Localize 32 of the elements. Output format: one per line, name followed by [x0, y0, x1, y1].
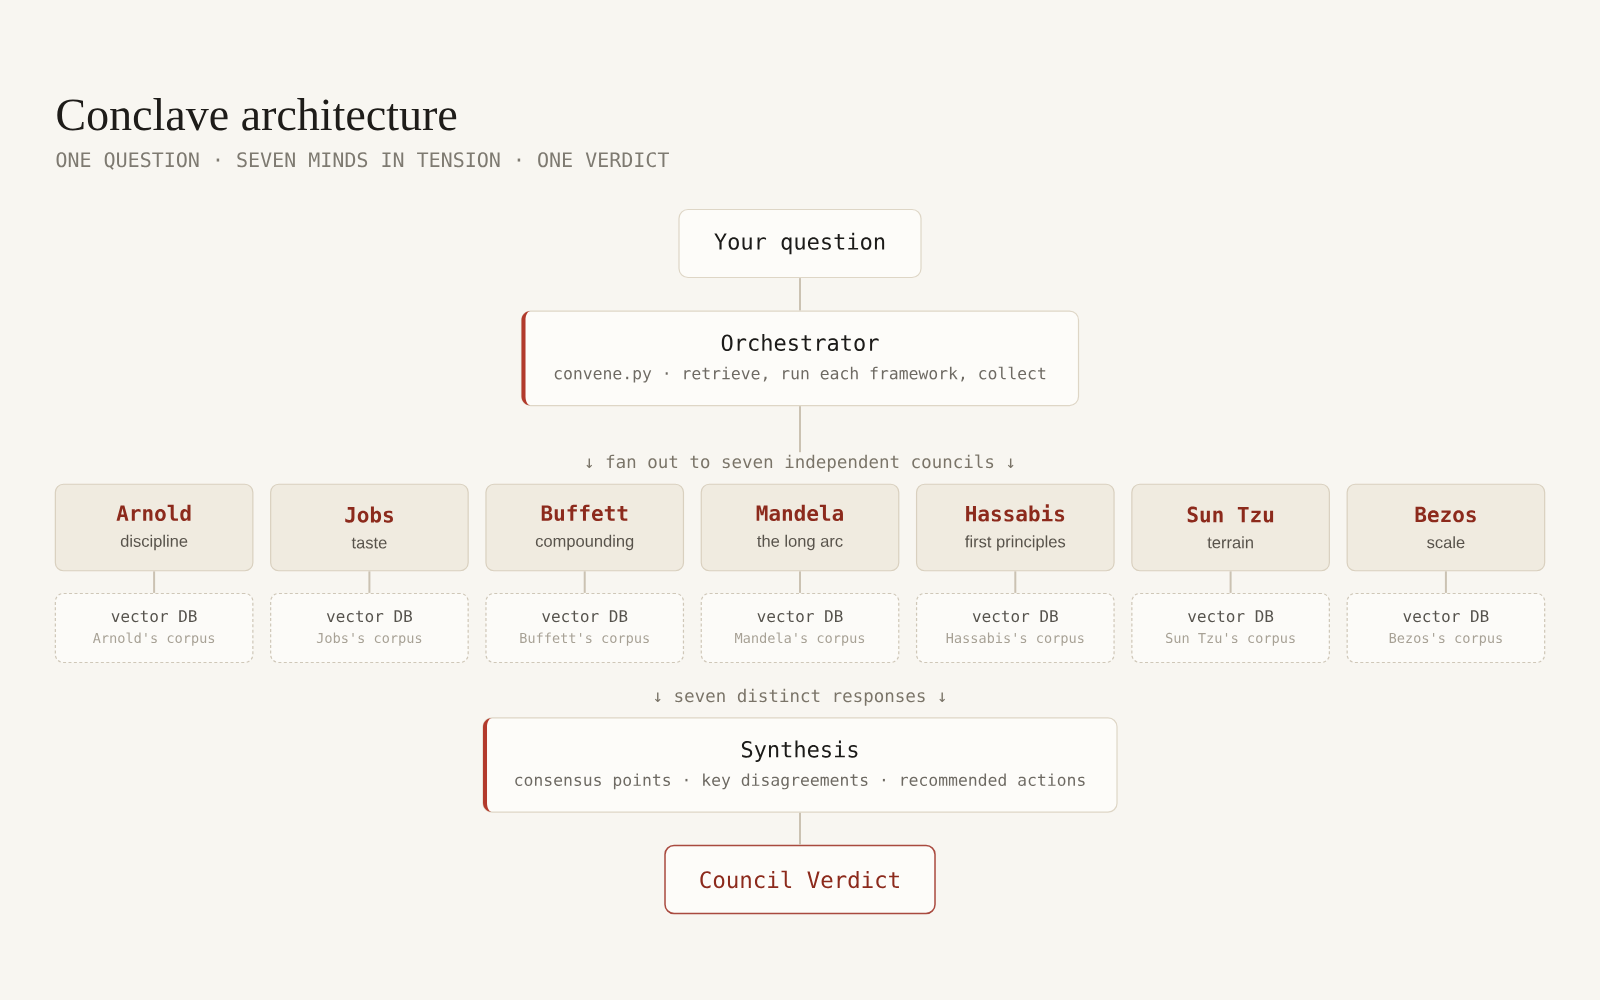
- database-box: vector DB Hassabis's corpus: [915, 592, 1115, 664]
- connector-line: [1229, 570, 1232, 594]
- database-box: vector DB Mandela's corpus: [700, 592, 900, 664]
- connector-line: [799, 570, 801, 594]
- connector-line: [1444, 570, 1447, 594]
- database-box: vector DB Arnold's corpus: [54, 592, 254, 664]
- database-box: vector DB Sun Tzu's corpus: [1131, 592, 1330, 664]
- connector-line: [153, 570, 156, 594]
- database-box: vector DB Jobs's corpus: [270, 592, 469, 664]
- connector-line: [799, 277, 801, 312]
- council-card: Buffett compounding: [485, 483, 685, 572]
- question-box: Your question: [678, 208, 922, 279]
- connector-line: [1014, 570, 1017, 594]
- connector-line: [583, 570, 586, 594]
- council-card: Mandela the long arc: [700, 483, 900, 572]
- council-card: Jobs taste: [270, 483, 469, 572]
- subtitle: ONE QUESTION · SEVEN MINDS IN TENSION · ONE VERDICT: [56, 152, 669, 170]
- title: Conclave architecture: [57, 98, 457, 131]
- process-box: Orchestrator convene.py · retrieve, run each framework, collect: [520, 310, 1080, 407]
- verdict-box: Council Verdict: [664, 844, 936, 915]
- council-card: Sun Tzu terrain: [1131, 483, 1330, 572]
- database-box: vector DB Bezos's corpus: [1346, 592, 1546, 664]
- flow-label: ↓ fan out to seven independent councils ↓: [586, 454, 1014, 472]
- connector-line: [368, 570, 371, 594]
- council-card: Bezos scale: [1346, 483, 1546, 572]
- council-card: Arnold discipline: [54, 483, 254, 572]
- database-box: vector DB Buffett's corpus: [485, 592, 685, 664]
- connector-line: [799, 811, 801, 846]
- process-box: Synthesis consensus points · key disagreements · recommended actions: [482, 717, 1118, 813]
- connector-line: [799, 405, 801, 454]
- flow-label: ↓ seven distinct responses ↓: [654, 688, 946, 706]
- council-card: Hassabis first principles: [915, 483, 1115, 572]
